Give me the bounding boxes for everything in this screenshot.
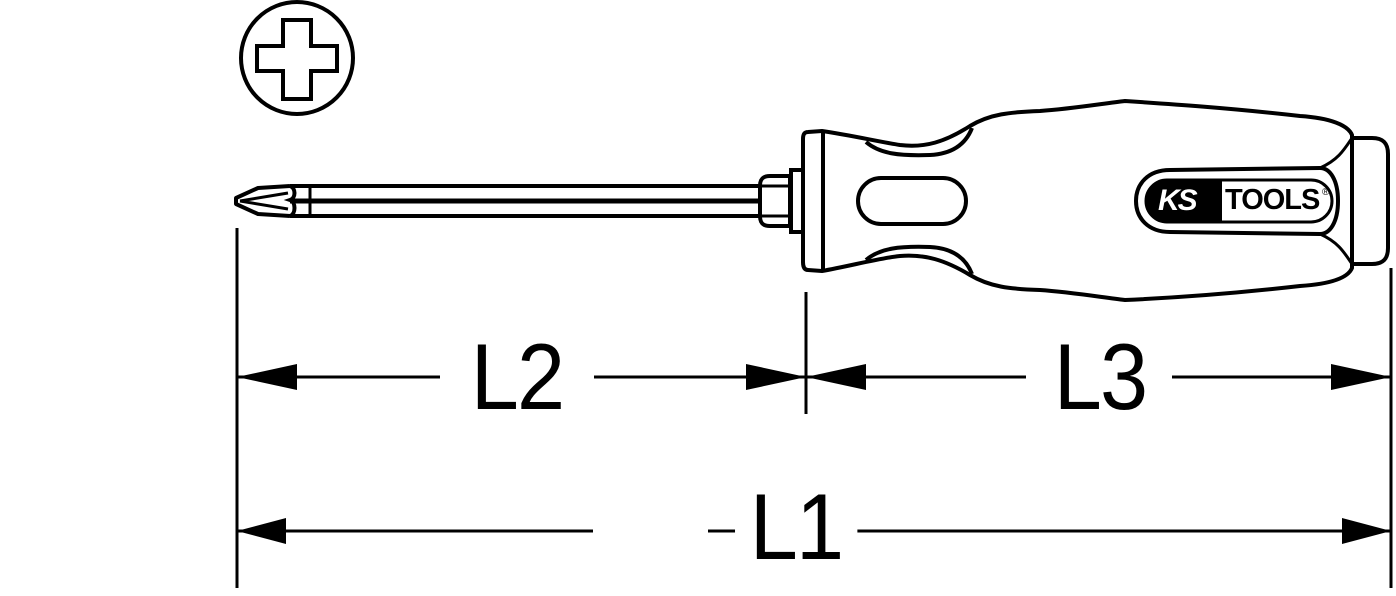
dimension-label-l3: L3	[1039, 330, 1161, 424]
extension-lines	[235, 228, 1393, 588]
dimension-line-l3	[806, 364, 1391, 390]
dimension-line-l2	[237, 364, 806, 390]
phillips-cross-icon	[239, 0, 355, 116]
screwdriver-shaft	[290, 184, 763, 218]
screwdriver-ferrule	[758, 168, 805, 234]
dimension-label-l1: L1	[735, 480, 857, 574]
screwdriver-handle	[801, 99, 1390, 302]
dimension-label-l2: L2	[456, 330, 578, 424]
brand-logo-registered: ®	[1322, 187, 1330, 198]
brand-logo-ks: KS	[1158, 184, 1198, 217]
brand-logo-tools: TOOLS	[1225, 184, 1320, 216]
screwdriver-tip	[234, 184, 312, 218]
